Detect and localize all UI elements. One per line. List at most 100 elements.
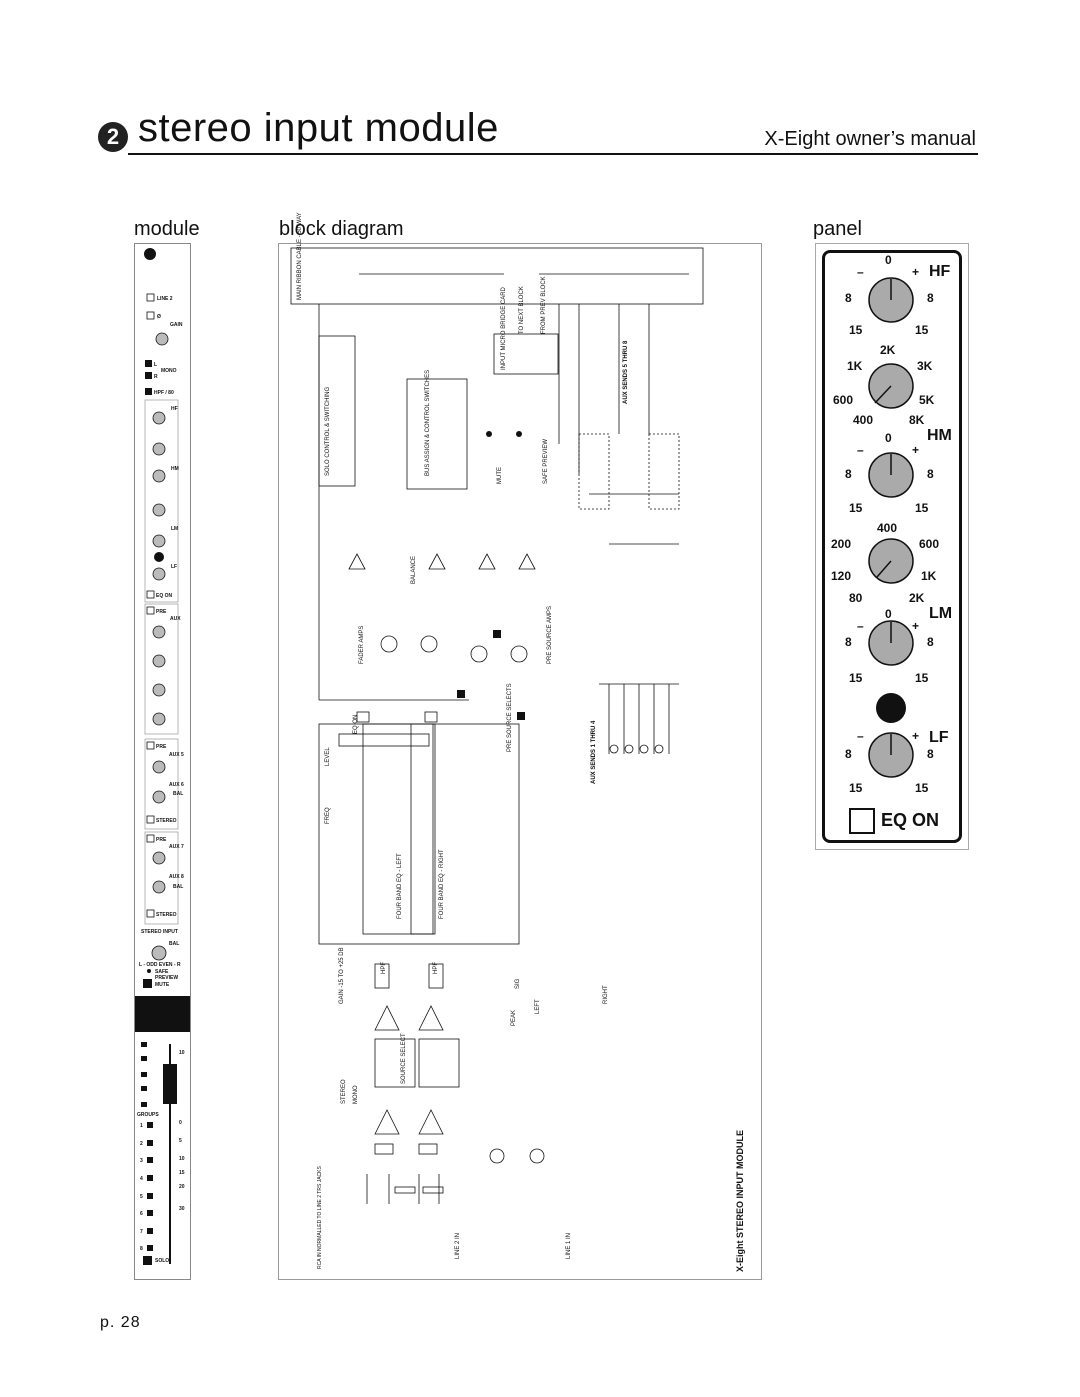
strip-stereo-input: STEREO INPUT (141, 929, 178, 935)
eq-on-switch[interactable] (849, 808, 875, 834)
lmf-mr: 1K (921, 569, 937, 583)
strip-meter-30: 30 (179, 1206, 185, 1212)
strip-r: R (154, 374, 158, 380)
strip-aux: AUX (170, 616, 181, 622)
strip-meter-10b: 10 (179, 1156, 185, 1162)
strip-hm: HM (171, 466, 179, 472)
strip-l: L (154, 362, 158, 368)
hmf-tr: 3K (917, 359, 933, 373)
eq-panel: 0 – + HF 8 8 15 15 2K 1K 3K 600 5K 400 8… (815, 243, 969, 850)
strip-meter-0: 0 (179, 1120, 182, 1126)
strip-bal-78: BAL (173, 884, 184, 890)
strip-mute: MUTE (155, 982, 170, 988)
diagram-mono: MONO (353, 1085, 359, 1104)
strip-group-6: 6 (140, 1211, 143, 1217)
hf-left: 8 (845, 291, 852, 305)
lmf-top: 400 (877, 521, 898, 535)
strip-meter-5: 5 (179, 1138, 182, 1144)
strip-lf: LF (171, 564, 178, 570)
diagram-balance: BALANCE (411, 555, 417, 584)
diagram-fader-amps: FADER AMPS (359, 625, 365, 664)
manual-title: X-Eight owner’s manual (764, 128, 976, 150)
lm-minus: – (857, 619, 864, 633)
strip-bal-56: BAL (173, 791, 184, 797)
strip-aux7: AUX 7 (169, 844, 184, 850)
strip-gain: GAIN (170, 322, 183, 328)
strip-group-4: 4 (140, 1176, 143, 1182)
strip-group-8: 8 (140, 1246, 143, 1252)
lmf-ml: 120 (831, 569, 852, 583)
hmf-br: 8K (909, 413, 925, 427)
diagram-gain: GAIN -15 TO +25 DB (339, 947, 345, 1004)
lf-band: LF (929, 729, 949, 746)
diagram-safe-preview: SAFE PREVIEW (543, 438, 549, 484)
strip-meter-20: 20 (179, 1184, 185, 1190)
diagram-module-title: X-Eight STEREO INPUT MODULE (735, 1129, 745, 1272)
hm-minus: – (857, 443, 864, 457)
strip-pre-78: PRE (156, 837, 167, 843)
lf-plus: + (912, 729, 920, 743)
hm-right: 8 (927, 467, 934, 481)
block-diagram-drawing (290, 247, 704, 1204)
hmf-bl: 400 (853, 413, 874, 427)
hf-minus: – (857, 265, 864, 279)
hf-br: 15 (915, 323, 929, 337)
diagram-source-select: SOURCE SELECT (401, 1033, 407, 1084)
lf-br: 15 (915, 781, 929, 795)
eq-panel-knobs (868, 277, 914, 778)
lmf-tr: 600 (919, 537, 940, 551)
hmf-top: 2K (880, 343, 896, 357)
strip-group-5: 5 (140, 1194, 143, 1200)
strip-line2: LINE 2 (157, 296, 173, 302)
diagram-level-1: LEVEL (325, 747, 331, 766)
strip-aux6: AUX 6 (169, 782, 184, 788)
strip-eq-on: EQ ON (156, 593, 173, 599)
diagram-sig: SIG (515, 978, 521, 989)
diagram-line1-in: LINE 1 IN (566, 1232, 572, 1259)
diagram-to-next: TO NEXT BLOCK (519, 286, 525, 334)
hf-top: 0 (885, 253, 892, 267)
hmf-mr: 5K (919, 393, 935, 407)
lm-right: 8 (927, 635, 934, 649)
hm-top: 0 (885, 431, 892, 445)
hm-plus: + (912, 443, 920, 457)
lmf-tl: 200 (831, 537, 852, 551)
module-strip: LINE 2 Ø GAIN MONO L R HPF / 80 HF HM LM… (134, 243, 191, 1280)
strip-pre-56: PRE (156, 744, 167, 750)
diagram-right: RIGHT (603, 985, 609, 1004)
diagram-freq-1: FREQ (325, 807, 331, 824)
panel-label: panel (813, 218, 862, 240)
diagram-pre-source-amps: PRE SOURCE AMPS (547, 605, 553, 664)
diagram-peak: PEAK (511, 1009, 517, 1026)
strip-group-7: 7 (140, 1229, 143, 1235)
hf-right: 8 (927, 291, 934, 305)
block-diagram: MAIN RIBBON CABLE - 50 WAY SOLO CONTROL … (278, 212, 762, 1280)
hf-bl: 15 (849, 323, 863, 337)
strip-odd-even: L - ODD EVEN - R (139, 962, 181, 968)
lm-top: 0 (885, 607, 892, 621)
strip-hpf: HPF / 80 (154, 390, 174, 396)
diagram-stereo: STEREO (341, 1079, 347, 1104)
hm-band: HM (927, 427, 952, 444)
diagram-four-band-right: FOUR BAND EQ - RIGHT (439, 849, 445, 919)
diagram-line2-in: LINE 2 IN (455, 1232, 461, 1259)
strip-group-1: 1 (140, 1123, 143, 1129)
lm-band: LM (929, 605, 953, 622)
diagram-four-band-left: FOUR BAND EQ - LEFT (397, 853, 403, 919)
diagram-left: LEFT (535, 999, 541, 1014)
diagram-bus-assign: BUS ASSIGN & CONTROL SWITCHES (425, 369, 431, 476)
strip-solo: SOLO (155, 1258, 170, 1264)
module-label: module (134, 218, 200, 240)
diagram-mute: MUTE (497, 467, 503, 484)
strip-group-2: 2 (140, 1141, 143, 1147)
lf-right: 8 (927, 747, 934, 761)
lm-plus: + (912, 619, 920, 633)
diagram-solo-control: SOLO CONTROL & SWITCHING (325, 386, 331, 476)
lmf-bl: 80 (849, 591, 863, 605)
hm-br: 15 (915, 501, 929, 515)
diagram-aux-sends-1-4: AUX SENDS 1 THRU 4 (591, 720, 597, 784)
diagram-input-micro: INPUT MICRO BRIDGE CARD (501, 287, 507, 370)
strip-meter-15: 15 (179, 1170, 185, 1176)
strip-stereo-78: STEREO (156, 912, 177, 918)
hmf-tl: 1K (847, 359, 863, 373)
